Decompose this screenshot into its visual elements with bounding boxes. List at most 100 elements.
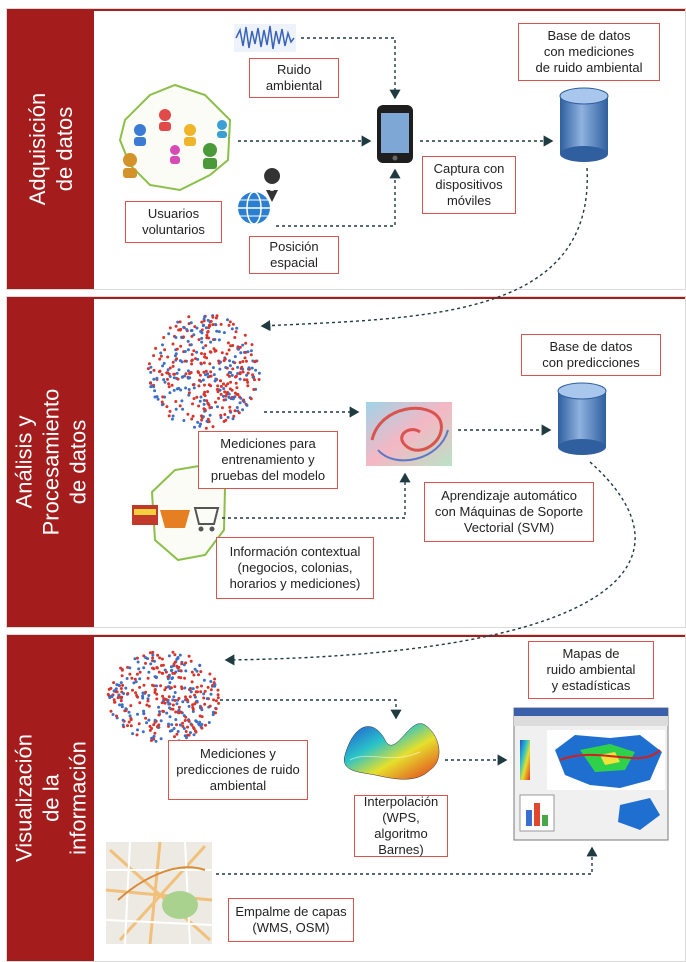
scatter-point — [199, 670, 203, 674]
scatter-point — [216, 696, 220, 700]
scatter-point — [163, 688, 167, 692]
scatter-point — [175, 387, 179, 391]
scatter-point — [122, 692, 126, 695]
scatter-point — [174, 324, 178, 328]
scatter-point — [151, 650, 155, 654]
scatter-point — [198, 424, 202, 428]
scatter-point — [146, 676, 150, 680]
scatter-point — [209, 692, 213, 696]
scatter-point — [172, 376, 176, 380]
scatter-point — [233, 336, 237, 339]
scatter-point — [128, 714, 132, 718]
scatter-point — [231, 367, 235, 371]
scatter-point — [191, 414, 195, 418]
scatter-point — [187, 704, 191, 708]
scatter-point — [193, 667, 197, 671]
scatter-point — [250, 343, 254, 347]
scatter-point — [189, 329, 193, 333]
scatter-point — [129, 704, 133, 708]
scatter-point — [195, 669, 199, 673]
scatter-point — [151, 666, 154, 670]
scatter-point — [224, 384, 228, 388]
scatter-point — [189, 659, 193, 663]
scatter-point — [133, 677, 137, 681]
scatter-point — [161, 663, 165, 667]
scatter-point — [152, 684, 156, 688]
scatter-point — [238, 361, 242, 364]
scatter-point — [192, 386, 196, 390]
scatter-point — [217, 338, 221, 342]
scatter-point — [178, 723, 182, 727]
scatter-point — [228, 359, 232, 363]
scatter-point — [244, 341, 248, 345]
scatter-point — [186, 412, 190, 416]
scatter-point — [184, 372, 188, 376]
scatter-point — [172, 695, 176, 699]
scatter-point — [147, 704, 151, 708]
scatter-point — [187, 393, 191, 397]
scatter-point — [179, 669, 183, 673]
scatter-point — [205, 356, 209, 360]
scatter-point — [219, 379, 222, 383]
scatter-point — [202, 692, 206, 696]
scatter-point — [238, 401, 242, 405]
scatter-point — [120, 703, 124, 707]
scatter-point — [171, 707, 175, 711]
scatter-points-predictions — [106, 650, 221, 743]
scatter-point — [170, 677, 174, 681]
scatter-point — [124, 707, 128, 711]
scatter-point — [219, 413, 223, 417]
scatter-point — [180, 375, 184, 379]
scatter-point — [152, 354, 156, 358]
scatter-point — [196, 357, 200, 361]
scatter-point — [219, 322, 223, 326]
svm-box: Aprendizaje automático con Máquinas de S… — [424, 482, 594, 542]
scatter-point — [163, 348, 167, 352]
scatter-point — [153, 688, 157, 692]
scatter-point — [215, 388, 219, 391]
scatter-point — [184, 386, 188, 390]
scatter-point — [247, 366, 251, 370]
scatter-point — [175, 347, 179, 351]
db-predictions-box: Base de datos con predicciones — [521, 334, 661, 376]
scatter-point — [205, 419, 209, 423]
scatter-point — [185, 697, 189, 701]
scatter-point — [187, 391, 191, 395]
interpolation-surface-icon — [343, 723, 440, 780]
scatter-point — [172, 388, 176, 392]
maps-window-icon — [513, 707, 669, 841]
scatter-point — [252, 388, 256, 391]
scatter-point — [200, 684, 203, 688]
scatter-point — [127, 720, 131, 724]
scatter-point — [120, 668, 124, 672]
scatter-point — [113, 700, 117, 704]
scatter-point — [128, 666, 132, 670]
scatter-point — [181, 407, 185, 411]
scatter-point — [192, 397, 196, 401]
scatter-point — [222, 420, 226, 423]
scatter-point — [168, 409, 172, 413]
scatter-point — [204, 326, 208, 330]
scatter-point — [156, 653, 160, 657]
interpolation-box: Interpolación (WPS, algoritmo Barnes) — [354, 794, 448, 857]
scatter-point — [171, 364, 175, 368]
scatter-point — [162, 336, 166, 339]
scatter-point — [160, 403, 164, 407]
scatter-point — [159, 737, 163, 741]
scatter-point — [165, 405, 169, 409]
scatter-point — [174, 400, 178, 403]
scatter-point — [208, 375, 212, 378]
scatter-point — [209, 340, 213, 344]
scatter-point — [211, 315, 215, 319]
scatter-point — [148, 724, 152, 728]
scatter-point — [219, 416, 223, 420]
scatter-point — [160, 671, 164, 675]
scatter-point — [180, 336, 184, 340]
scatter-point — [182, 325, 186, 329]
scatter-point — [153, 659, 156, 663]
scatter-point — [132, 681, 136, 685]
scatter-point — [177, 669, 181, 673]
scatter-point — [204, 369, 208, 373]
scatter-point — [217, 701, 221, 705]
scatter-point — [216, 693, 220, 697]
